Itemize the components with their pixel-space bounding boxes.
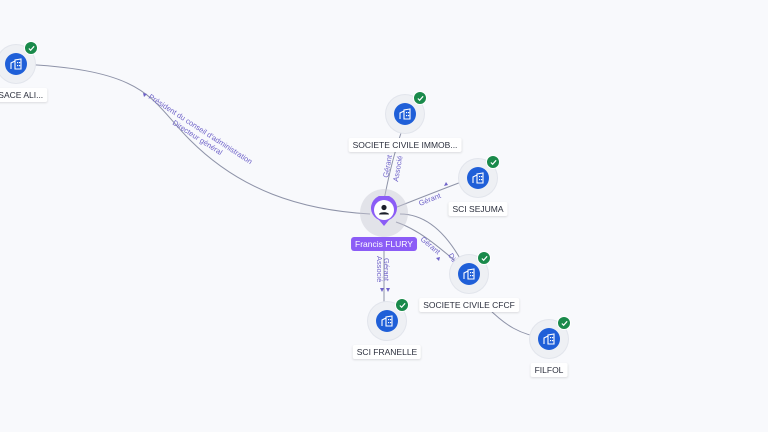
- building-icon: [538, 328, 560, 350]
- company-label: SOCIETE CIVILE IMMOB...: [348, 138, 462, 152]
- relation-label: Associé: [391, 155, 404, 182]
- verified-check-icon: [486, 155, 500, 169]
- edge-alsace: [19, 63, 371, 215]
- node-icon-ring: [386, 91, 427, 133]
- person-label: Francis FLURY: [351, 237, 417, 251]
- relation-label: Gérant: [382, 258, 391, 282]
- edge-cfcf-2: [399, 213, 463, 263]
- arrow-marker: [436, 257, 440, 261]
- node-icon-ring: [459, 155, 500, 197]
- person-pin-icon: [371, 196, 397, 226]
- verified-check-icon: [557, 316, 571, 330]
- relation-label: Gérant: [381, 153, 394, 178]
- company-label: FILFOL: [530, 363, 568, 377]
- verified-check-icon: [395, 298, 409, 312]
- arrow-marker: [386, 288, 390, 292]
- building-icon: [394, 103, 416, 125]
- building-icon: [458, 263, 480, 285]
- node-icon-ring: [530, 316, 571, 358]
- node-icon-ring: [450, 251, 491, 293]
- node-icon-ring: [0, 41, 38, 83]
- building-icon: [5, 53, 27, 75]
- verified-check-icon: [413, 91, 427, 105]
- verified-check-icon: [477, 251, 491, 265]
- verified-check-icon: [24, 41, 38, 55]
- relation-label: Gérant: [417, 191, 442, 208]
- relation-label: Président du conseil d'administration: [147, 92, 254, 166]
- person-icon: [379, 204, 389, 215]
- company-label: ON ALSACE ALI...: [0, 88, 48, 102]
- building-icon: [467, 167, 489, 189]
- arrow-marker: [380, 288, 384, 292]
- arrow-marker: [143, 93, 147, 97]
- relation-label: Gérant: [419, 235, 443, 257]
- company-label: SOCIETE CIVILE CFCF: [419, 298, 519, 312]
- company-label: SCI FRANELLE: [352, 345, 422, 359]
- arrow-marker: [444, 182, 448, 186]
- building-icon: [376, 310, 398, 332]
- relation-label: Associé: [375, 256, 384, 282]
- company-label: SCI SEJUMA: [448, 202, 508, 216]
- node-icon-ring: [368, 298, 409, 340]
